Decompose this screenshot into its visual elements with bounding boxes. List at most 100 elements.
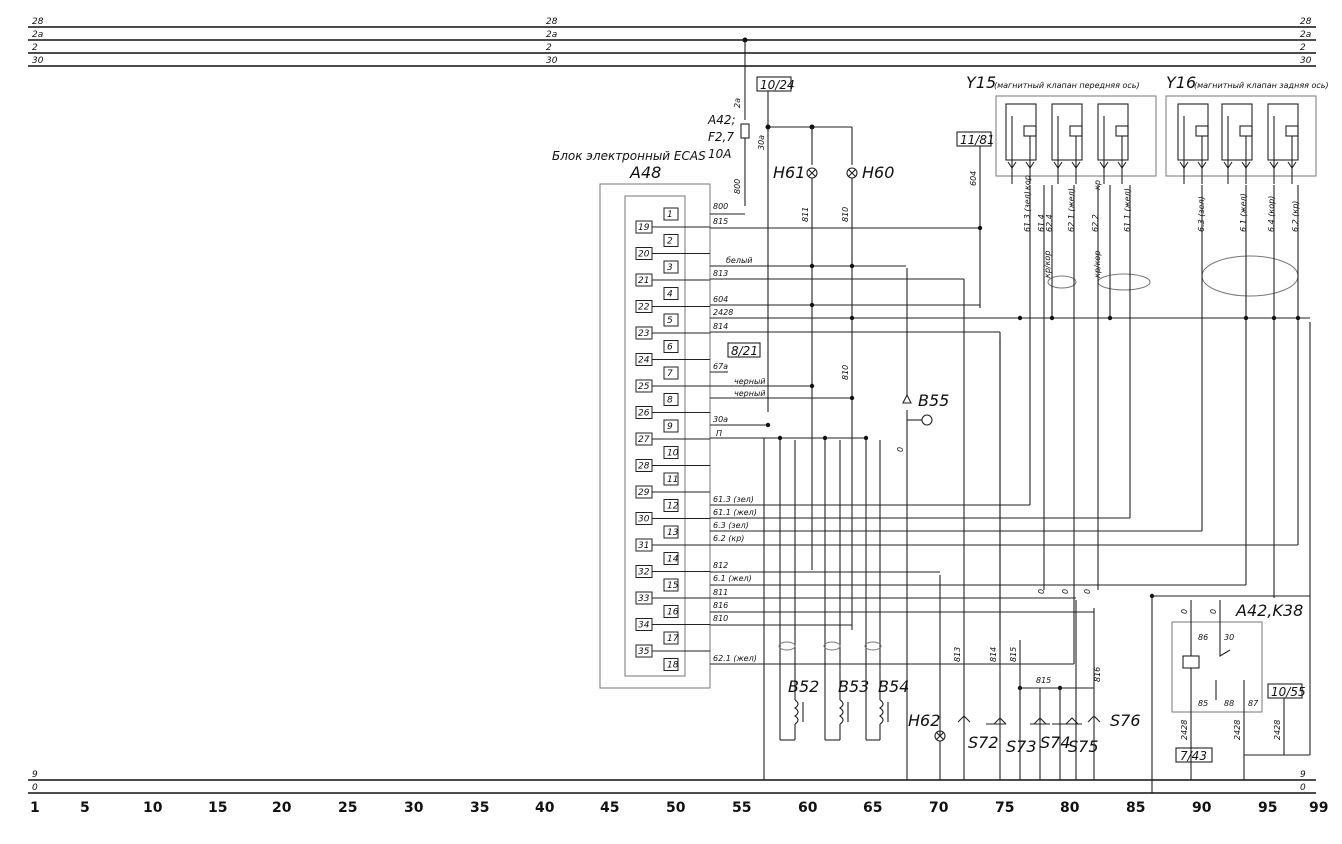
bottom-rails: 9 0 9 0 xyxy=(28,770,1316,794)
ecu-pin-6 xyxy=(663,340,679,353)
relay-wire-2428b: 2428 xyxy=(1233,720,1242,740)
fuse-rating: 10A xyxy=(708,147,731,161)
wire-label-811: 811 xyxy=(713,588,728,597)
ref-box-11-81 xyxy=(956,131,992,147)
rail-label-2-right: 2 xyxy=(1300,43,1306,53)
y16-desc: (магнитный клапан задняя ось) xyxy=(1194,81,1329,90)
s76-switch-icon xyxy=(1087,715,1101,723)
junction-dot xyxy=(1049,315,1055,321)
axis-tick-50: 50 xyxy=(666,800,686,816)
ecu-pin-label: 35 xyxy=(638,647,650,657)
lamps-h60-h61: H61 H60 811 810 810 xyxy=(765,124,894,630)
ref-10-55: 10/55 xyxy=(1271,685,1306,699)
y15-kpkor1-label: кр/кор xyxy=(1043,251,1052,278)
ecu-pin-11 xyxy=(663,472,679,486)
ecu-pins: 1234567891011121314151617181920212223242… xyxy=(635,207,679,671)
valve-y15: Y15 (магнитный клапан передняя ось) xyxy=(966,73,1157,184)
ecu-pin-4 xyxy=(663,287,679,300)
ecu-pin-3 xyxy=(663,260,679,274)
ecu-pin-label: 28 xyxy=(638,462,650,472)
solenoid-icon xyxy=(1069,125,1083,137)
axis-tick-65: 65 xyxy=(863,800,882,816)
ecu-pin-label: 20 xyxy=(638,250,650,260)
y15-kor-label: кор xyxy=(1023,175,1032,190)
ecu-pin-label: 3 xyxy=(667,263,673,273)
rail-label-0-left: 0 xyxy=(32,783,38,793)
y15-624-label: 62.4 xyxy=(1045,214,1054,232)
b53-coil-icon xyxy=(839,699,844,725)
b52-coil-icon xyxy=(794,699,799,725)
harness-wires xyxy=(652,185,1310,691)
ecu-pin-label: 16 xyxy=(667,608,679,618)
solenoid-icon xyxy=(1023,125,1037,137)
top-rails: 28 2a 2 30 28 2a 2 30 28 2a 2 30 xyxy=(28,17,1316,67)
wire-label-816: 816 xyxy=(713,601,728,610)
rail-label-30-left: 30 xyxy=(32,56,44,66)
solenoid-icon xyxy=(1239,125,1253,137)
junction-dot xyxy=(849,395,855,401)
ecu-pin-label: 14 xyxy=(667,555,679,565)
wire-label-813: 813 xyxy=(713,269,728,278)
wire-label-604: 604 xyxy=(713,295,728,304)
axis-tick-15: 15 xyxy=(208,800,227,816)
fuse-wire-800: 800 xyxy=(733,179,742,194)
ecu-pin-14 xyxy=(663,552,679,565)
h62-label: H62 xyxy=(908,711,940,730)
ref-7-43: 7/43 xyxy=(1180,749,1207,763)
axis-tick-45: 45 xyxy=(600,800,619,816)
valve-coil-cell xyxy=(1221,103,1253,161)
axis-tick-10: 10 xyxy=(143,800,163,816)
b54-coil-icon xyxy=(879,699,884,725)
ecu-pin-label: 29 xyxy=(638,488,650,498)
wire-label-62: 6.2 (кр) xyxy=(713,534,744,543)
fuse-ref: A42; xyxy=(707,113,736,127)
ecu-pin-7 xyxy=(663,366,679,380)
wire-label-810: 810 xyxy=(841,207,850,222)
s72-switch-icon xyxy=(957,715,971,723)
connector-chevron-icon xyxy=(1007,161,1035,169)
relay-pin-88: 88 xyxy=(1224,699,1234,708)
ecu-pin-1 xyxy=(663,207,679,221)
ecu-pin-label: 21 xyxy=(638,276,649,286)
junction-dot xyxy=(777,435,783,441)
b52-label: B52 xyxy=(788,677,819,696)
fuse-body xyxy=(740,123,750,139)
rail-label-2a-left: 2a xyxy=(32,30,43,40)
y16-label: Y16 xyxy=(1166,73,1196,92)
axis-tick-20: 20 xyxy=(272,800,292,816)
ecu-pin-label: 13 xyxy=(667,528,679,538)
junction-dot xyxy=(863,435,869,441)
switch-group: H62 S72 813 S73 814 815 815 S74 S75 S76 … xyxy=(908,338,1141,780)
relay-label: A42,K38 xyxy=(1235,601,1303,620)
rail-label-2a-mid: 2a xyxy=(546,30,557,40)
wire-label-812: 812 xyxy=(713,561,728,570)
wire-bundle-ellipse-1 xyxy=(1047,275,1077,289)
b55-label: B55 xyxy=(918,391,949,410)
y15-desc: (магнитный клапан передняя ось) xyxy=(994,81,1140,90)
lamp-h60-icon xyxy=(846,167,858,179)
rail-label-30-right: 30 xyxy=(1300,56,1312,66)
valve-coil-cell xyxy=(1177,103,1209,161)
junction-dot xyxy=(1107,315,1113,321)
wire-30a-label: 30a xyxy=(757,135,766,150)
axis-tick-70: 70 xyxy=(929,800,949,816)
relay-wire-0b: 0 xyxy=(1209,609,1218,614)
ecu-pin-16 xyxy=(663,605,679,618)
y16-62-label: 6.2 (кр) xyxy=(1291,201,1300,232)
wire-zero-e: 0 xyxy=(1083,589,1092,594)
axis-tick-95: 95 xyxy=(1258,800,1277,816)
ecu-pin-label: 4 xyxy=(667,290,673,300)
ecu-designator: A48 xyxy=(629,163,661,182)
ecu-pin-18 xyxy=(663,658,679,671)
fuse-name: F2,7 xyxy=(708,130,734,144)
ecu-pin-label: 26 xyxy=(638,409,650,419)
junction-dot xyxy=(809,302,815,308)
junction-dot xyxy=(849,315,855,321)
rail-label-28-left: 28 xyxy=(32,17,44,27)
rail-label-9-left: 9 xyxy=(32,770,38,780)
y15-coils xyxy=(1005,103,1129,184)
valve-coil-cell xyxy=(1005,103,1037,161)
axis-tick-99: 99 xyxy=(1309,800,1328,816)
relay-pin-87: 87 xyxy=(1248,699,1259,708)
relay-frame xyxy=(1171,621,1263,713)
